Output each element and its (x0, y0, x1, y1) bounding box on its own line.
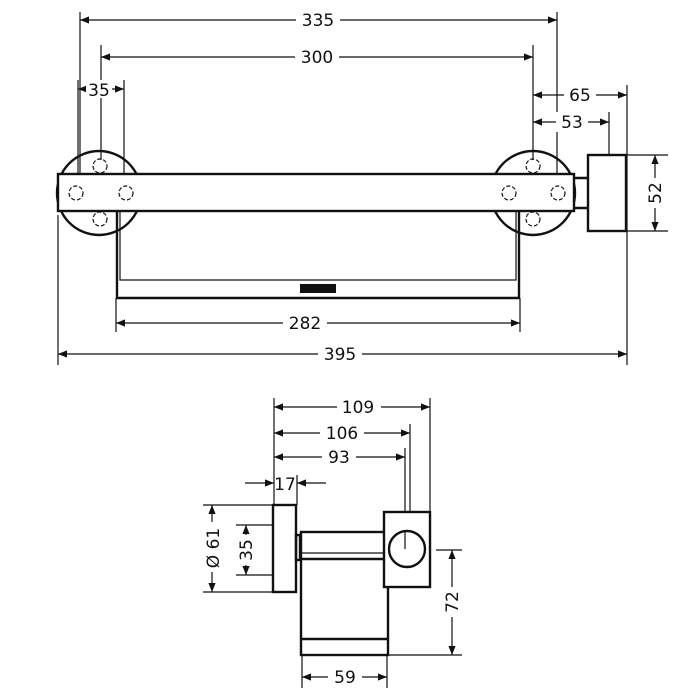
wall-rosette (271, 503, 298, 594)
dim-label-93: 93 (328, 448, 350, 468)
dim-label-53: 53 (561, 113, 583, 133)
side-view: 109 106 93 17 Ø 61 35 72 59 (202, 397, 464, 688)
top-view: 335 300 35 65 53 52 282 395 (55, 9, 668, 365)
dim-label-65: 65 (569, 86, 591, 106)
dim-label-35: 35 (237, 539, 257, 561)
dim-label-395: 395 (324, 345, 356, 365)
dim-label-61: Ø 61 (204, 528, 224, 568)
dim-label-109: 109 (342, 398, 374, 418)
dim-label-35: 35 (88, 81, 110, 101)
extension-lines (57, 12, 668, 365)
shelf-bracket-inner (119, 211, 517, 281)
logo-plate (300, 284, 336, 293)
shelf-body (299, 530, 390, 657)
dim-label-17: 17 (274, 475, 296, 495)
mounting-holes (68, 158, 566, 227)
dim-label-59: 59 (334, 668, 356, 688)
dim-label-72: 72 (443, 591, 463, 613)
shelf-bracket (115, 211, 521, 300)
dim-label-106: 106 (326, 424, 358, 444)
dim-label-52: 52 (646, 182, 666, 204)
dim-label-300: 300 (301, 48, 333, 68)
dim-label-282: 282 (289, 314, 321, 334)
shower-holder-block (586, 153, 628, 233)
grab-bar (56, 172, 576, 213)
rosette-stem (294, 533, 302, 562)
dim-label-335: 335 (302, 11, 334, 31)
handshower-socket (387, 529, 427, 569)
